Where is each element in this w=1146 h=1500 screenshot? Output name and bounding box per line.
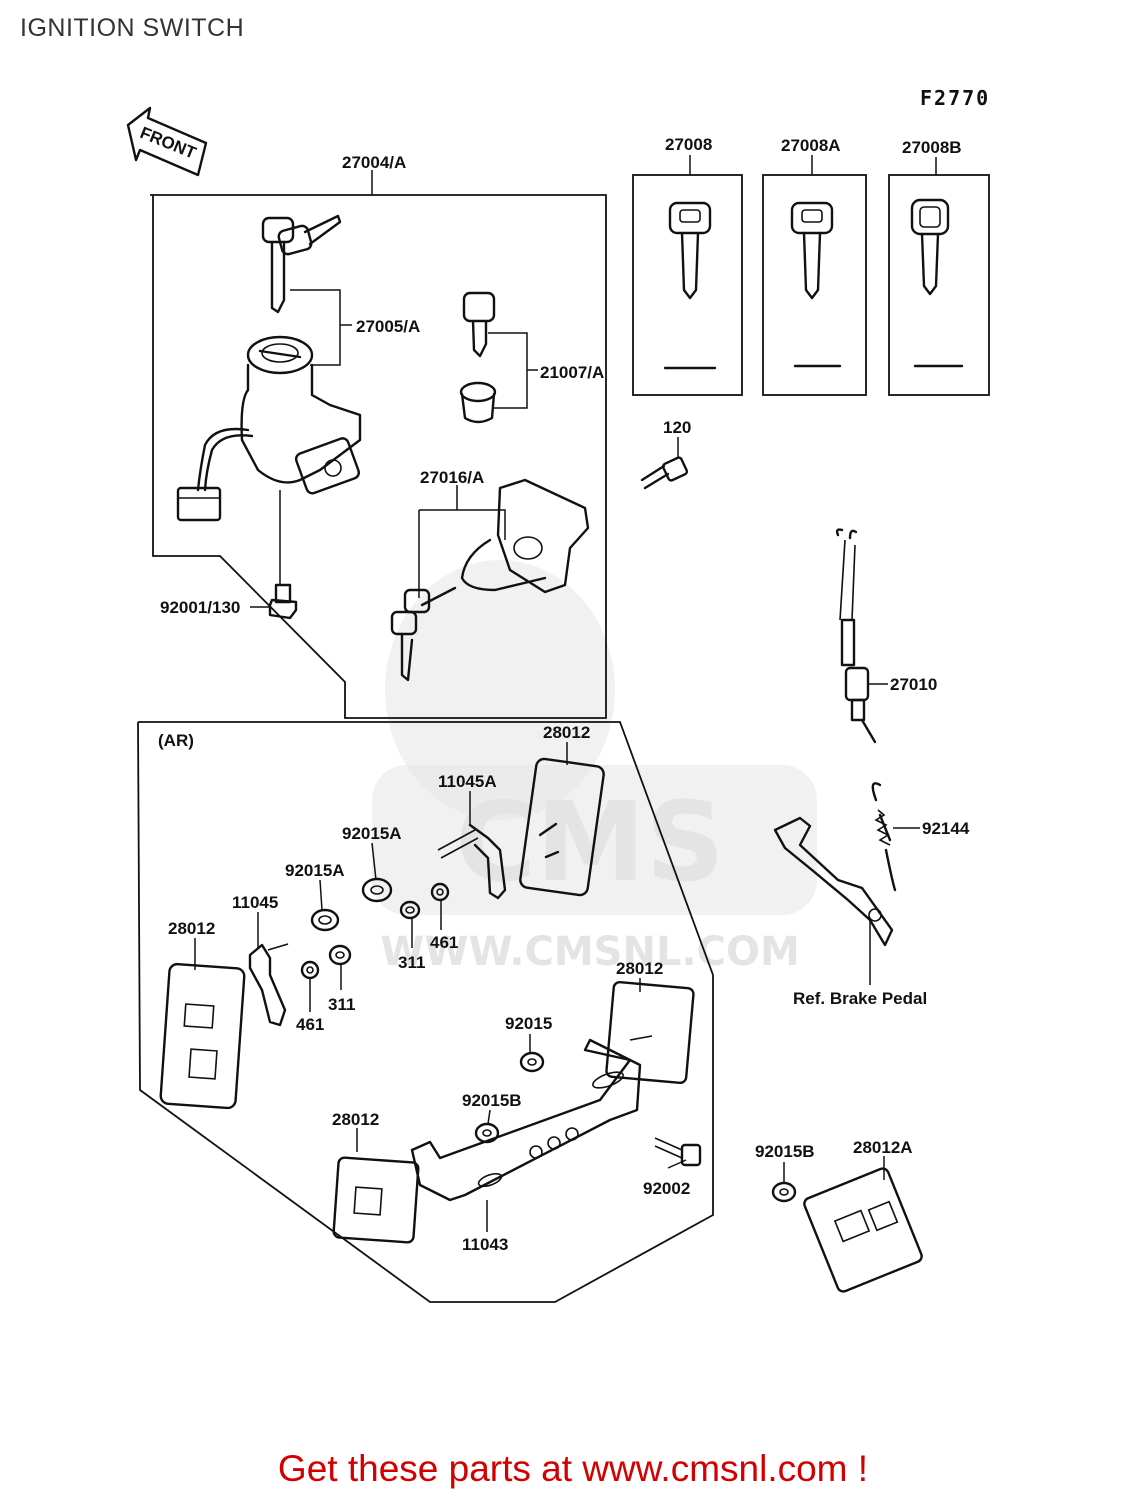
label-92015A-upper: 92015A: [342, 824, 402, 843]
key-pair-icon: [261, 214, 342, 314]
ignition-switch-set-frame: [150, 194, 607, 719]
bolt-icon: [654, 1137, 702, 1167]
blank-key-icon: [663, 201, 717, 370]
label-11045: 11045: [232, 893, 278, 912]
blank-key-icon: [790, 201, 842, 368]
blank-key-icon: [910, 198, 964, 368]
part-labels: 27004/A 27005/A 21007/A 27016/A 92001/13…: [158, 135, 970, 1254]
nut-icon: [474, 1122, 500, 1144]
label-11043: 11043: [462, 1235, 508, 1254]
reflector-stay-icon: [437, 823, 507, 900]
bolt-icon: [640, 456, 689, 490]
label-92015A-lower: 92015A: [285, 861, 345, 880]
label-28012-bottom: 28012: [332, 1110, 379, 1129]
washer-icon: [430, 882, 450, 902]
label-11045A: 11045A: [438, 772, 497, 791]
key-card-27008A: [762, 174, 867, 396]
key-cards: [632, 174, 990, 396]
watermark-brand: CMS: [455, 778, 724, 906]
page-title: IGNITION SWITCH: [20, 14, 245, 42]
label-92002: 92002: [643, 1179, 690, 1198]
reflector-icon: [803, 1167, 923, 1293]
ignition-switch-icon: [176, 335, 362, 522]
label-28012-top: 28012: [543, 723, 590, 742]
label-28012-left: 28012: [168, 919, 215, 938]
label-311-upper: 311: [398, 953, 425, 972]
label-461-upper: 461: [430, 933, 458, 952]
nut-icon: [328, 944, 352, 966]
nut-icon: [771, 1181, 797, 1203]
label-ar-group: (AR): [158, 731, 194, 750]
spring-icon: [871, 782, 897, 892]
label-21007A: 21007/A: [540, 363, 604, 382]
washer-icon: [399, 900, 421, 920]
washer-icon: [300, 960, 320, 980]
reflector-bracket-icon: [410, 1038, 642, 1202]
label-27008A: 27008A: [781, 136, 841, 155]
label-27010: 27010: [890, 675, 937, 694]
brake-pedal-icon: [773, 816, 894, 947]
label-27004A: 27004/A: [342, 153, 406, 172]
key-icon: [462, 291, 496, 358]
reflector-icon: [332, 1156, 420, 1244]
label-92144: 92144: [922, 819, 970, 838]
label-311-lower: 311: [328, 995, 355, 1014]
key-card-27008B: [888, 174, 990, 396]
nut-icon: [310, 908, 340, 932]
front-arrow-label: FRONT: [137, 123, 199, 163]
label-92001-130: 92001/130: [160, 598, 240, 617]
reflector-icon: [519, 757, 605, 897]
nut-icon: [361, 877, 393, 903]
figure-code: F2770: [920, 86, 991, 110]
reflector-icon: [605, 980, 695, 1085]
label-27008B: 27008B: [902, 138, 962, 157]
label-92015: 92015: [505, 1014, 552, 1033]
label-28012A: 28012A: [853, 1138, 913, 1157]
nut-icon: [519, 1051, 545, 1073]
label-27005A: 27005/A: [356, 317, 420, 336]
watermark-url: WWW.CMSNL.COM: [380, 929, 800, 975]
reflector-icon: [159, 962, 246, 1110]
label-120: 120: [663, 418, 691, 437]
label-ref-brake-pedal: Ref. Brake Pedal: [793, 989, 927, 1008]
label-27016A: 27016/A: [420, 468, 484, 487]
brake-light-switch-icon: [835, 528, 877, 744]
front-arrow-icon: FRONT: [126, 106, 208, 177]
label-92015B-separate: 92015B: [755, 1142, 815, 1161]
ar-reflector-group-frame: [137, 721, 714, 1303]
seat-lock-icon: [390, 478, 590, 682]
key-card-27008: [632, 174, 743, 396]
label-28012-mid: 28012: [616, 959, 663, 978]
watermark-mascot-shape: [385, 560, 615, 820]
label-27008: 27008: [665, 135, 712, 154]
label-461-lower: 461: [296, 1015, 324, 1034]
label-92015B-bracket: 92015B: [462, 1091, 522, 1110]
key-cap-icon: [459, 381, 497, 424]
watermark: CMS WWW.CMSNL.COM: [372, 560, 817, 975]
footer-shop-link[interactable]: Get these parts at www.cmsnl.com !: [277, 1448, 869, 1489]
bolt-icon: [268, 583, 298, 620]
reflector-stay-icon: [248, 943, 289, 1027]
leader-lines: [194, 155, 937, 1232]
